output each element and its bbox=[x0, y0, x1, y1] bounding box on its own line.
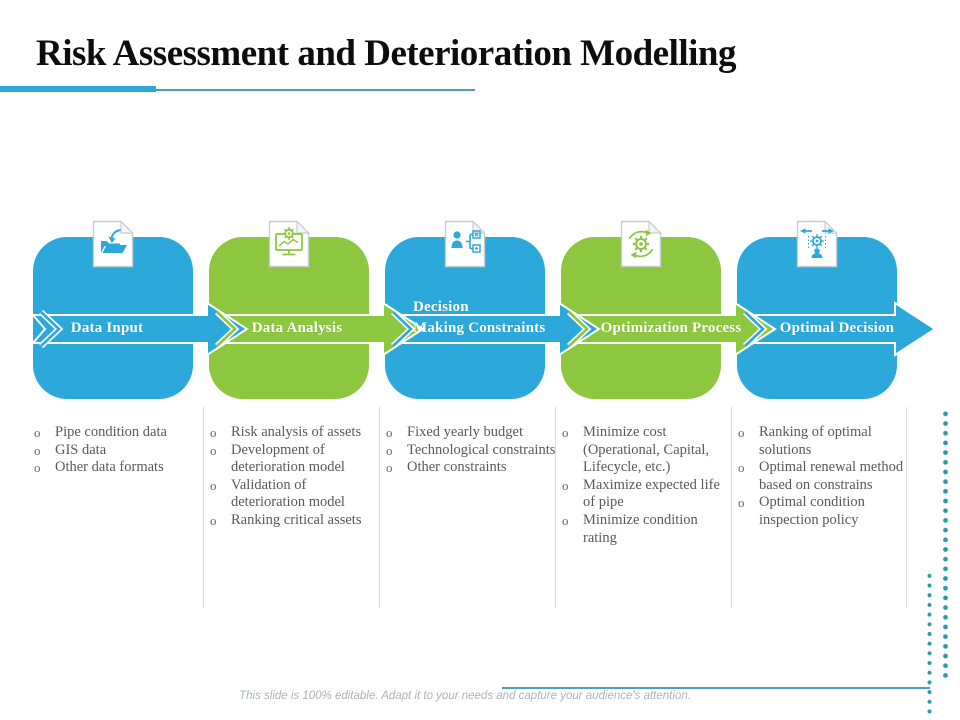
step-label: Decision Making Constraints bbox=[413, 299, 546, 336]
step-bullets: Fixed yearly budgetTechnological constra… bbox=[385, 424, 557, 477]
step-label: Data Analysis bbox=[251, 320, 343, 336]
chevron-icon bbox=[214, 309, 240, 349]
optimal-solution-icon bbox=[796, 220, 838, 268]
bullet-item: Risk analysis of assets bbox=[209, 424, 381, 442]
step-bullets: Risk analysis of assetsDevelopment of de… bbox=[209, 424, 381, 530]
footer-divider-line bbox=[502, 687, 930, 689]
column-divider bbox=[731, 407, 732, 608]
column-divider bbox=[906, 407, 907, 608]
step-arrow bbox=[31, 301, 249, 357]
decision-tree-icon bbox=[444, 220, 486, 268]
chevron-icon bbox=[742, 309, 768, 349]
bullet-item: Optimal condition inspection policy bbox=[737, 494, 909, 529]
step-label: Optimal Decision bbox=[779, 320, 895, 336]
slide-title: Risk Assessment and Deterioration Modell… bbox=[36, 33, 737, 74]
bullet-item: Maximize expected life of pipe bbox=[561, 477, 733, 512]
step-bullets: Minimize cost (Operational, Capital, Lif… bbox=[561, 424, 733, 547]
open-folder-import-icon bbox=[92, 220, 134, 268]
bullet-item: Minimize condition rating bbox=[561, 512, 733, 547]
bullet-item: Ranking critical assets bbox=[209, 512, 381, 530]
dotted-accent-inner bbox=[925, 571, 934, 717]
bullet-item: Validation of deterioration model bbox=[209, 477, 381, 512]
bullet-item: Other constraints bbox=[385, 459, 557, 477]
bullet-item: Fixed yearly budget bbox=[385, 424, 557, 442]
bullet-item: Other data formats bbox=[33, 459, 205, 477]
bullet-item: Technological constraints bbox=[385, 442, 557, 460]
chevron-icon bbox=[390, 309, 416, 349]
bullet-item: GIS data bbox=[33, 442, 205, 460]
bullet-item: Optimal renewal method based on constrai… bbox=[737, 459, 909, 494]
gear-cycle-icon bbox=[620, 220, 662, 268]
column-divider bbox=[203, 407, 204, 608]
monitor-analytics-icon bbox=[268, 220, 310, 268]
footer-note: This slide is 100% editable. Adapt it to… bbox=[239, 690, 691, 702]
chevron-icon bbox=[566, 309, 592, 349]
chevron-icon bbox=[38, 309, 64, 349]
step-bullets: Pipe condition dataGIS dataOther data fo… bbox=[33, 424, 205, 477]
step-label: Optimization Process bbox=[600, 320, 742, 336]
title-underline-thin bbox=[156, 89, 475, 91]
bullet-item: Ranking of optimal solutions bbox=[737, 424, 909, 459]
column-divider bbox=[379, 407, 380, 608]
dotted-accent-outer bbox=[941, 409, 950, 681]
title-underline-thick bbox=[0, 86, 156, 92]
bullet-item: Minimize cost (Operational, Capital, Lif… bbox=[561, 424, 733, 477]
column-divider bbox=[555, 407, 556, 608]
bullet-item: Development of deterioration model bbox=[209, 442, 381, 477]
bullet-item: Pipe condition data bbox=[33, 424, 205, 442]
step-bullets: Ranking of optimal solutionsOptimal rene… bbox=[737, 424, 909, 530]
step-label: Data Input bbox=[70, 320, 144, 336]
